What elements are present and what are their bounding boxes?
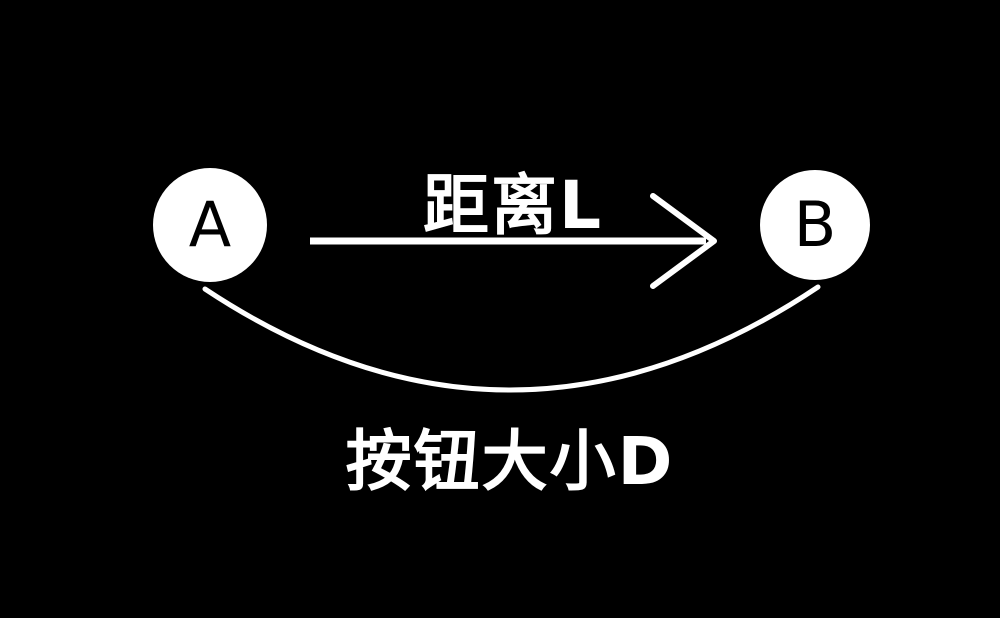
- node-a: A: [153, 168, 267, 282]
- distance-arrow: [310, 193, 717, 289]
- node-b: B: [760, 170, 870, 280]
- button-size-label: 按钮大小D: [345, 423, 675, 500]
- node-a-label: A: [188, 188, 232, 261]
- node-b-label: B: [793, 188, 837, 261]
- size-arc: [202, 284, 821, 393]
- distance-label: 距离L: [422, 167, 604, 244]
